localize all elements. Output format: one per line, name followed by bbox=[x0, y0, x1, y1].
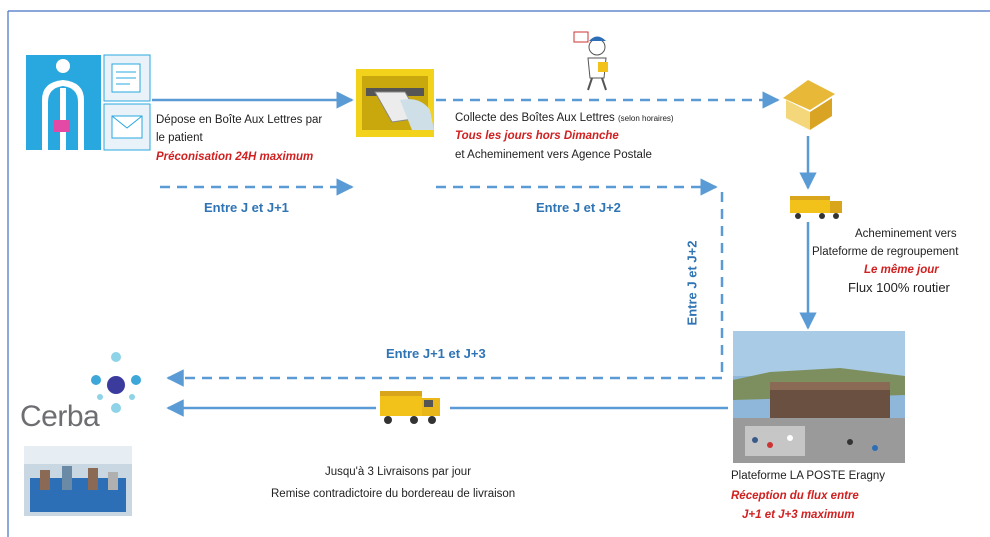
cerba-logo-mark bbox=[91, 352, 141, 413]
envelope-icon bbox=[103, 103, 151, 151]
building-photo bbox=[733, 331, 905, 463]
step1-text-1: Dépose en Boîte Aux Lettres par bbox=[156, 114, 323, 126]
step5-text-2: Remise contradictoire du bordereau de li… bbox=[271, 488, 516, 500]
step4-highlight-2: J+1 et J+3 maximum bbox=[742, 509, 855, 521]
patient-icon bbox=[26, 55, 101, 150]
step2-text-main: Collecte des Boîtes Aux Lettres bbox=[455, 112, 615, 124]
step1-text-2: le patient bbox=[156, 132, 203, 144]
post-office-icon bbox=[783, 80, 835, 130]
form-icon bbox=[103, 54, 151, 102]
step3-text-1: Acheminement vers bbox=[855, 228, 957, 240]
step3-text-2: Plateforme de regroupement bbox=[812, 246, 959, 258]
step2-text-1: Collecte des Boîtes Aux Lettres (selon h… bbox=[455, 110, 674, 127]
timing-label-4: Entre J+1 et J+3 bbox=[386, 346, 486, 361]
cerba-logo-text: Cerba bbox=[20, 400, 100, 433]
step3-text-3: Flux 100% routier bbox=[848, 280, 950, 295]
step4-text-1: Plateforme LA POSTE Eragny bbox=[731, 470, 886, 482]
mailbox-icon bbox=[356, 69, 434, 137]
step4-highlight-1: Réception du flux entre bbox=[731, 490, 859, 502]
step1-highlight: Préconisation 24H maximum bbox=[156, 151, 314, 163]
lab-photo bbox=[24, 446, 132, 516]
truck-icon-bottom bbox=[380, 391, 440, 424]
step3-highlight: Le même jour bbox=[864, 264, 939, 276]
postman-icon bbox=[573, 31, 608, 91]
truck-icon-right bbox=[790, 196, 842, 219]
step2-text-small: (selon horaires) bbox=[618, 114, 674, 123]
timing-label-2: Entre J et J+2 bbox=[536, 200, 621, 215]
timing-label-1: Entre J et J+1 bbox=[204, 200, 289, 215]
step5-text-1: Jusqu'à 3 Livraisons par jour bbox=[325, 466, 472, 478]
step2-highlight: Tous les jours hors Dimanche bbox=[455, 130, 619, 142]
timing-label-3: Entre J et J+2 bbox=[684, 240, 700, 326]
step2-text-2: et Acheminement vers Agence Postale bbox=[455, 149, 652, 161]
